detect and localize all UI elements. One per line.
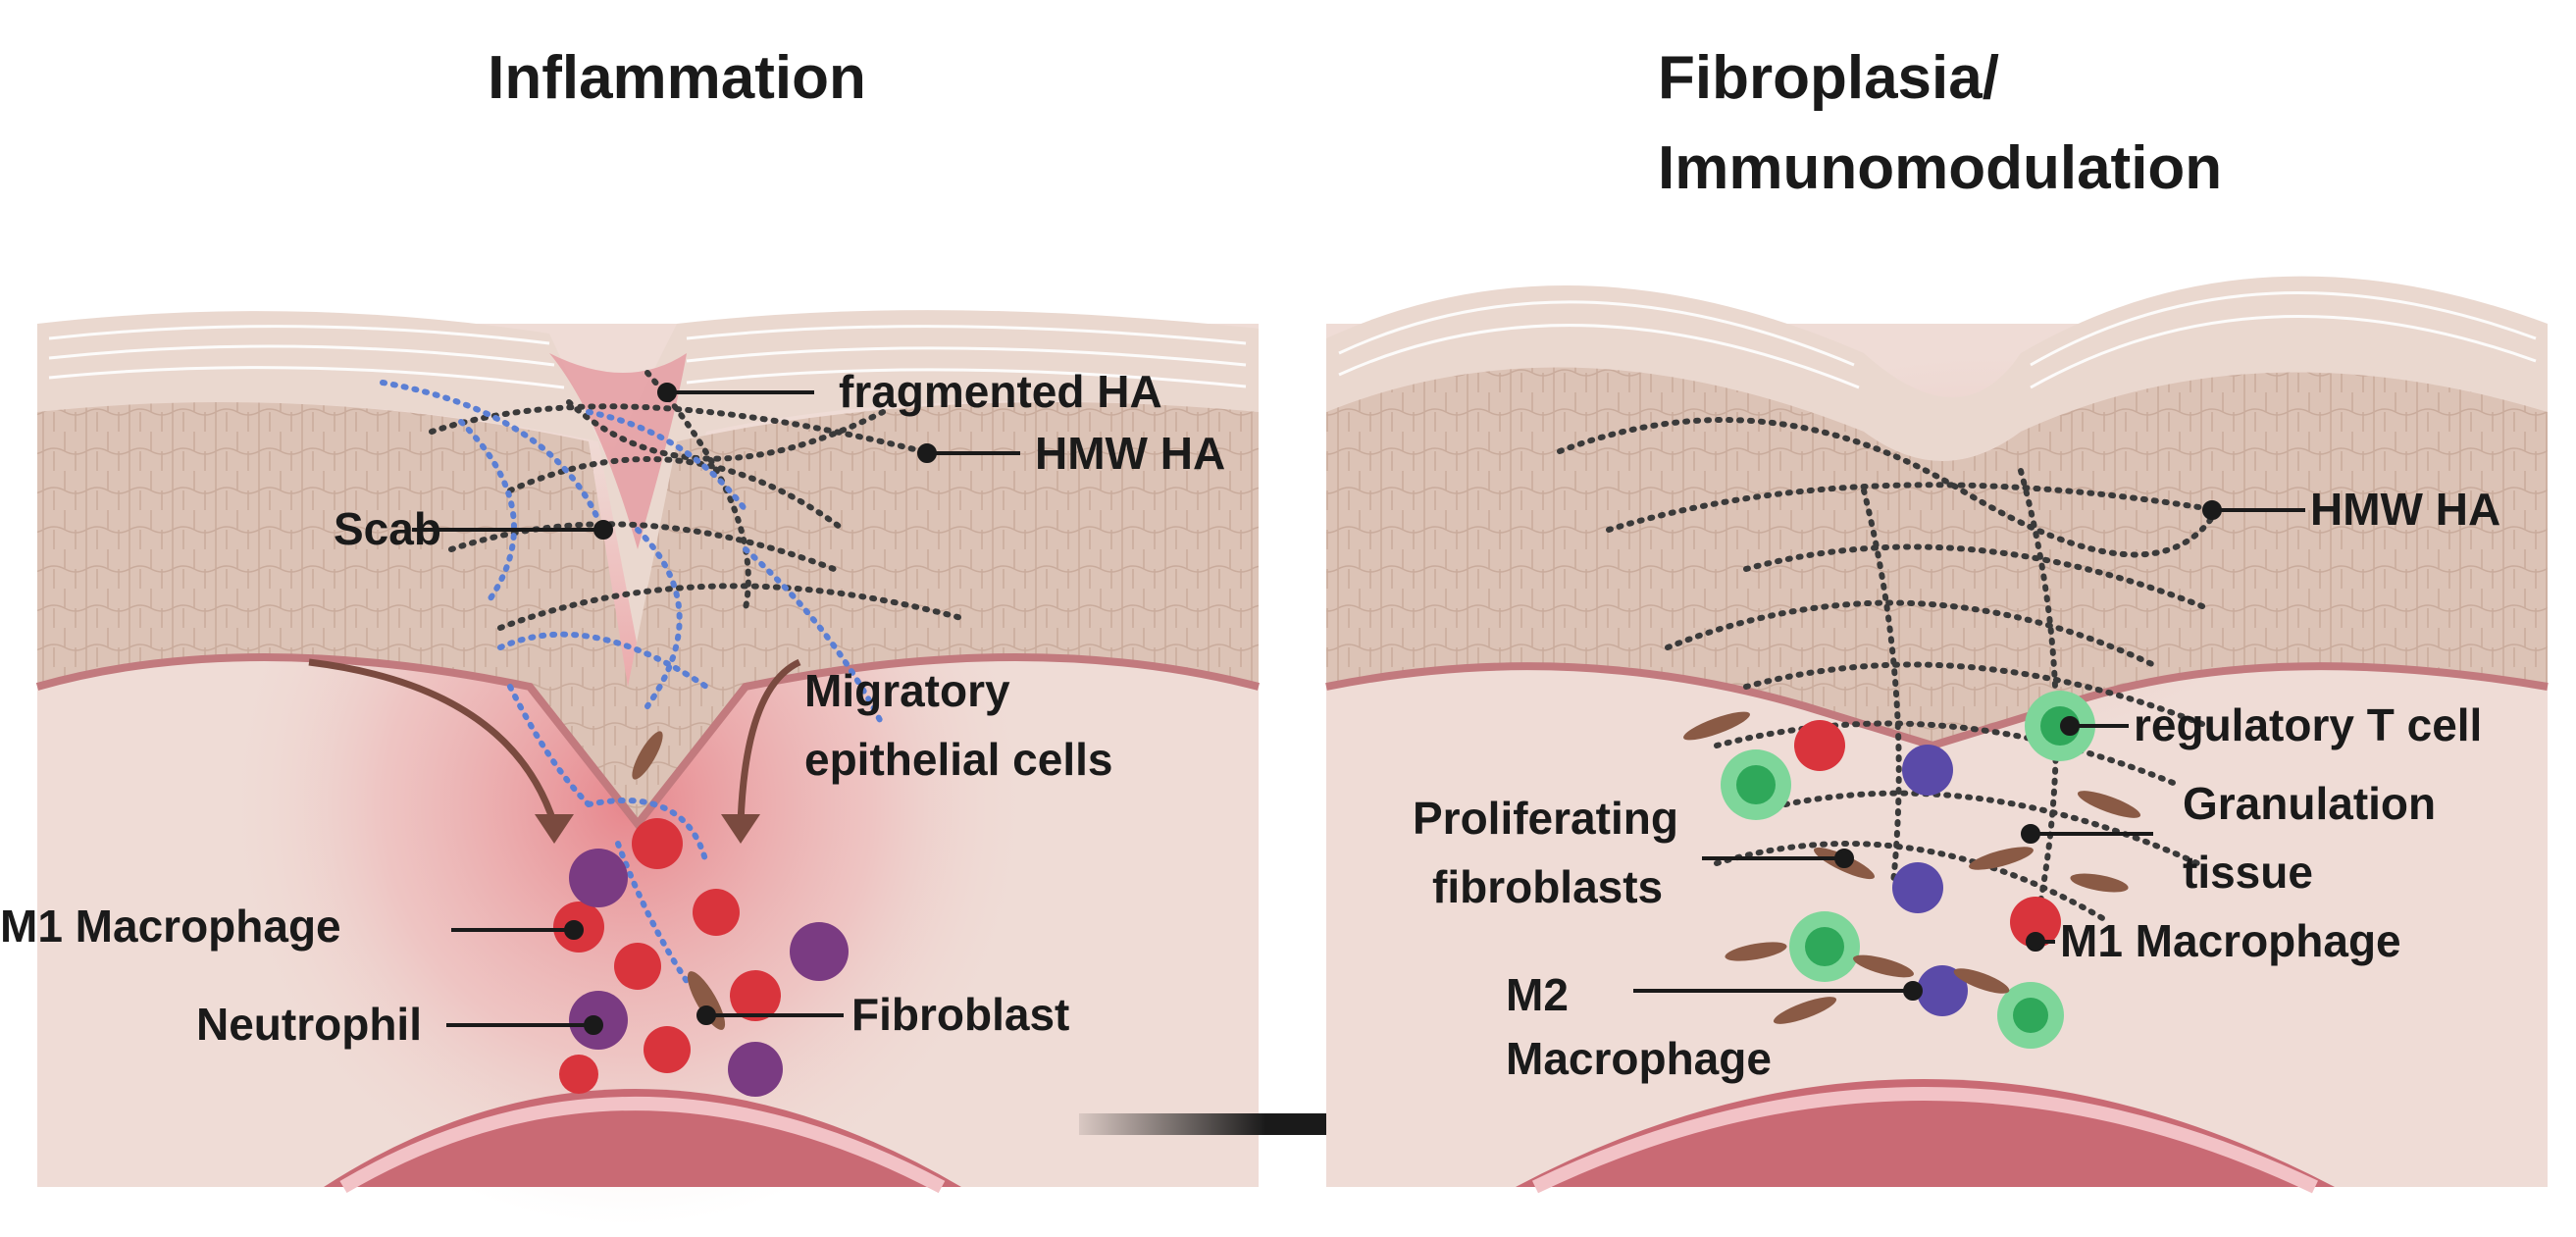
hmw-ha-strand	[429, 403, 925, 454]
fragmented-ha-strand	[380, 380, 601, 523]
label-scab: Scab	[334, 503, 441, 554]
m2-macrophages	[1892, 745, 1968, 1016]
label-migratory-line1: Migratory	[804, 665, 1010, 716]
left-arrow-left	[308, 658, 558, 826]
label-neutrophil: Neutrophil	[196, 999, 422, 1050]
label-granulation-line1: Granulation	[2183, 778, 2436, 829]
right-m1-macrophages	[1794, 720, 2061, 948]
label-fragmented-ha: fragmented HA	[839, 366, 1162, 417]
m1-macrophage-cells	[553, 818, 781, 1094]
label-migratory-line2: epithelial cells	[804, 734, 1112, 785]
label-proliferating-line1: Proliferating	[1413, 793, 1678, 844]
left-scab	[549, 353, 687, 549]
right-skin-lines	[1338, 291, 2537, 389]
right-epidermis	[1326, 367, 2548, 746]
label-hmw-ha-right: HMW HA	[2310, 484, 2500, 535]
right-panel-title-line2: Immunomodulation	[1658, 134, 2222, 202]
left-blood-vessel	[324, 1089, 961, 1187]
label-hmw-ha-left: HMW HA	[1035, 428, 1225, 479]
label-m2-line1: M2	[1506, 969, 1569, 1020]
right-cells	[1683, 691, 2141, 1049]
label-granulation-line2: tissue	[2183, 847, 2313, 898]
right-stratum-corneum	[1326, 276, 2548, 461]
left-panel: Inflammation	[0, 44, 1260, 1226]
left-cells	[553, 731, 849, 1097]
left-epidermis	[37, 402, 1259, 824]
right-blood-vessel	[1516, 1079, 2335, 1187]
left-panel-title: Inflammation	[488, 44, 866, 112]
label-m1-macrophage-right: M1 Macrophage	[2060, 915, 2401, 966]
right-hmw-ha-strands	[1557, 417, 2220, 925]
left-arrow-right	[737, 658, 801, 825]
label-m2-line2: Macrophage	[1506, 1033, 1772, 1084]
left-leader-lines	[412, 383, 1020, 1035]
left-migration-arrows	[308, 658, 801, 844]
left-skin-lines	[48, 325, 1247, 389]
right-panel-title-line1: Fibroplasia/	[1658, 44, 1999, 112]
label-regulatory-t-cell: regulatory T cell	[2134, 699, 2482, 750]
left-basement-membrane	[35, 653, 1260, 831]
label-m1-macrophage-left: M1 Macrophage	[0, 901, 341, 952]
label-fibroblast: Fibroblast	[851, 989, 1069, 1040]
right-panel: Fibroplasia/ Immunomodulation	[1325, 44, 2549, 1194]
right-leader-lines	[1633, 500, 2305, 1001]
label-proliferating-line2: fibroblasts	[1432, 861, 1663, 912]
left-ha-strands	[380, 370, 964, 984]
